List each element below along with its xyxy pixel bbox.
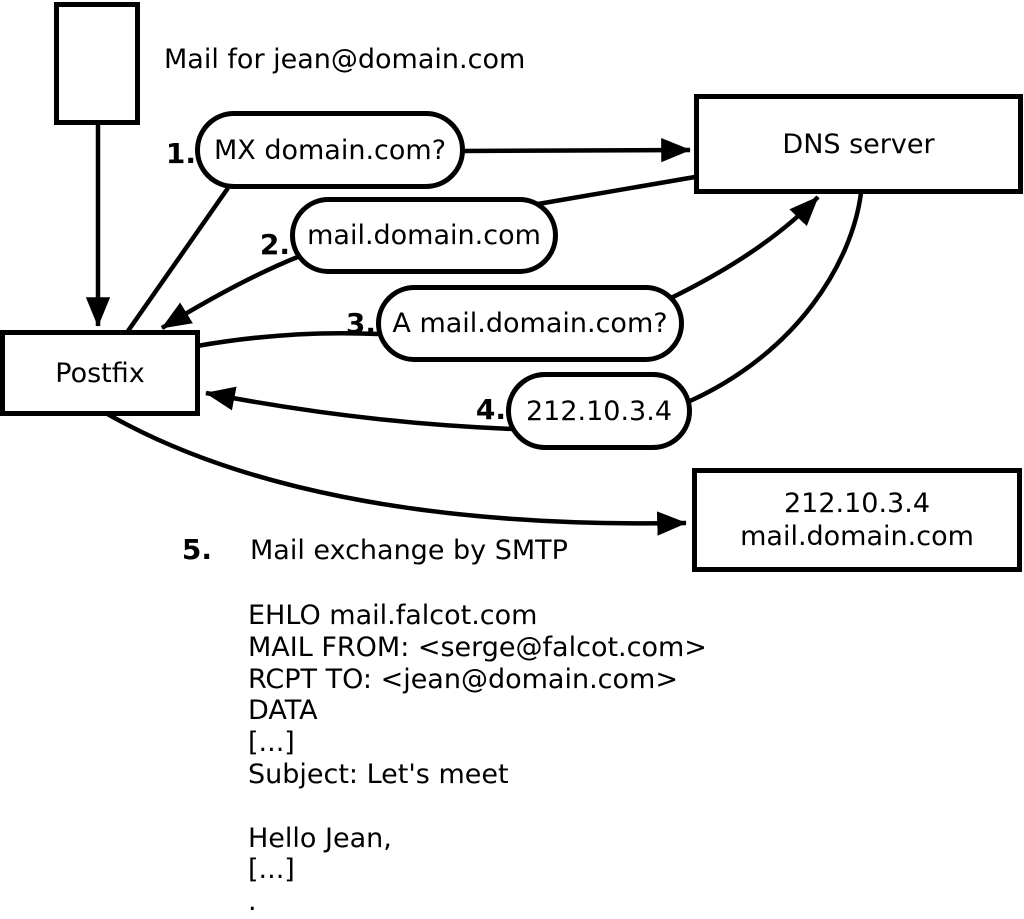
mail-server-ip: 212.10.3.4 <box>784 488 930 519</box>
step3-query-label: A mail.domain.com? <box>392 308 668 339</box>
reply2-arrow-to-postfix <box>160 253 301 330</box>
dns-server-node: DNS server <box>694 94 1023 194</box>
postfix-node: Postfix <box>0 330 200 416</box>
query1-arrow-to-dns <box>459 137 691 163</box>
step4-number: 4. <box>475 393 506 426</box>
postfix-label: Postfix <box>55 357 145 389</box>
reply4-arrow-to-postfix <box>205 386 514 432</box>
step3-number: 3. <box>345 307 376 340</box>
diagram-title: Mail for jean@domain.com <box>164 44 526 75</box>
incoming-mail-node <box>54 2 140 125</box>
step2-reply-pill: mail.domain.com <box>290 197 558 274</box>
mail-server-node: 212.10.3.4 mail.domain.com <box>692 468 1022 572</box>
step4-reply-pill: 212.10.3.4 <box>506 372 692 450</box>
step4-reply-label: 212.10.3.4 <box>526 395 672 427</box>
smtp-arrow-to-mailserver <box>102 410 687 536</box>
smtp-session-transcript: EHLO mail.falcot.com MAIL FROM: <serge@f… <box>248 600 707 918</box>
dns-server-label: DNS server <box>782 128 935 160</box>
step2-number: 2. <box>259 228 290 261</box>
mail-server-hostname: mail.domain.com <box>740 521 974 552</box>
query3-line-postfix-to-pill <box>196 330 379 349</box>
reply4-line-from-dns <box>689 192 864 404</box>
step3-query-pill: A mail.domain.com? <box>376 285 684 362</box>
step5-label: Mail exchange by SMTP <box>250 535 568 566</box>
query3-arrow-to-dns <box>670 195 820 301</box>
query1-line-postfix-to-pill <box>126 186 230 333</box>
step1-query-label: MX domain.com? <box>213 134 447 166</box>
step5-number: 5. <box>181 533 212 566</box>
step1-query-pill: MX domain.com? <box>195 111 465 189</box>
step1-number: 1. <box>165 137 196 170</box>
step2-reply-label: mail.domain.com <box>307 220 541 251</box>
reply2-line-from-dns <box>537 174 696 207</box>
